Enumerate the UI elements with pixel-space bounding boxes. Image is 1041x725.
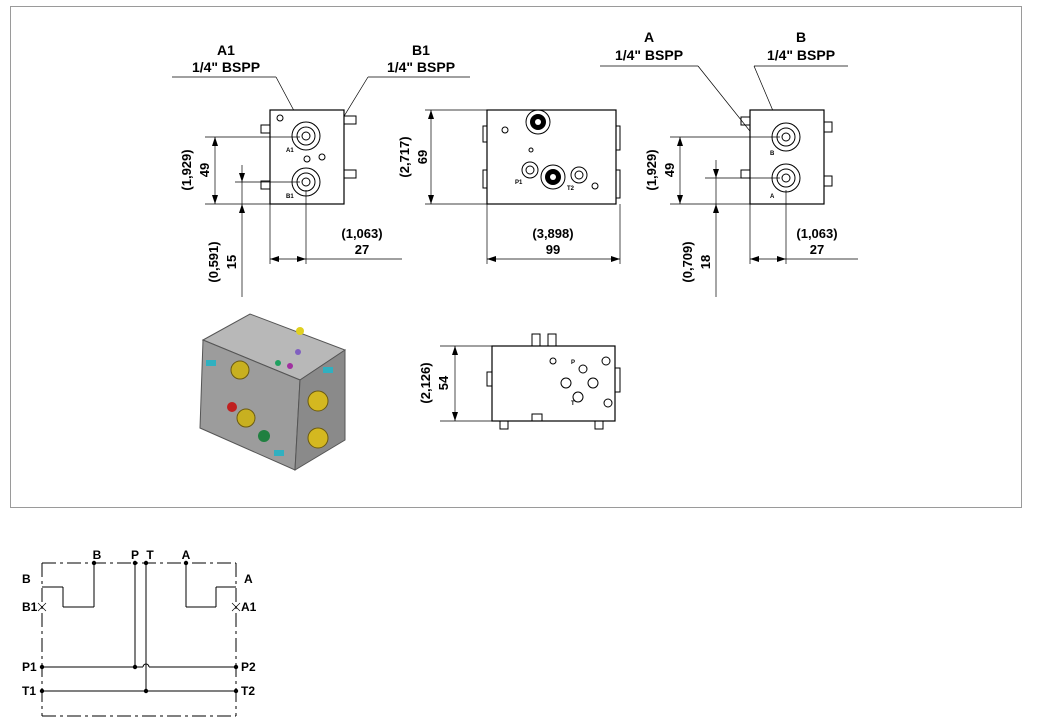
mark-b1: B1: [286, 194, 294, 200]
schematic-right-t2: T2: [241, 684, 255, 698]
mark-b: B: [770, 151, 775, 157]
dim-height-in-4: (2,126): [418, 362, 433, 403]
block-side-view-1: [269, 109, 345, 205]
port-thread-a: 1/4" BSPP: [615, 47, 683, 63]
dim-width-in-1: (1,063): [341, 226, 382, 241]
dim-offset-in-1: (0,591): [206, 241, 221, 282]
hydraulic-schematic: B P T A B B1 P1 T1 A A1 P2 T2: [22, 548, 257, 717]
schematic-left-b: B: [22, 572, 31, 586]
schematic-top-b: B: [93, 548, 102, 562]
port-label-a: A: [644, 29, 654, 45]
mark-p1: P1: [515, 180, 523, 186]
view-front: P T (2,126) 54: [418, 333, 621, 430]
isometric-block-render: [199, 313, 347, 471]
schematic-top-a: A: [182, 548, 191, 562]
schematic-top-t: T: [146, 548, 154, 562]
view-side-a-b: A 1/4" BSPP B 1/4" BSPP B A (1,929) 49 (…: [600, 29, 858, 297]
dim-height-in-1: (1,929): [179, 149, 194, 190]
mark-a1: A1: [286, 148, 294, 154]
schematic-right-a1: A1: [241, 600, 257, 614]
dim-height-in-3: (1,929): [644, 149, 659, 190]
mark-p: P: [571, 360, 575, 366]
mark-t2: T2: [567, 186, 575, 192]
dim-offset-in-3: (0,709): [680, 241, 695, 282]
port-thread-b1: 1/4" BSPP: [387, 59, 455, 75]
dim-offset-mm-1: 15: [224, 255, 239, 269]
port-thread-a1: 1/4" BSPP: [192, 59, 260, 75]
view-side-a1-b1: A1 1/4" BSPP B1 1/4" BSPP A1 B1 (1,929) …: [172, 42, 470, 297]
block-side-view-2: [749, 109, 825, 205]
mark-t: T: [571, 401, 575, 407]
dim-width-in-2: (3,898): [532, 226, 573, 241]
dim-height-mm-1: 49: [197, 163, 212, 177]
dim-width-in-3: (1,063): [796, 226, 837, 241]
schematic-right-p2: P2: [241, 660, 256, 674]
dim-height-mm-3: 49: [662, 163, 677, 177]
dim-offset-mm-3: 18: [698, 255, 713, 269]
schematic-left-p1: P1: [22, 660, 37, 674]
schematic-left-t1: T1: [22, 684, 36, 698]
drawing-frame: [10, 6, 1022, 508]
schematic-right-a: A: [244, 572, 253, 586]
dim-height-mm-4: 54: [436, 375, 451, 390]
port-label-b: B: [796, 29, 806, 45]
block-top-view: [486, 109, 617, 205]
mark-a: A: [770, 194, 775, 200]
dim-width-mm-1: 27: [355, 242, 369, 257]
port-thread-b: 1/4" BSPP: [767, 47, 835, 63]
dim-width-mm-2: 99: [546, 242, 560, 257]
port-label-a1: A1: [217, 42, 235, 58]
schematic-left-b1: B1: [22, 600, 38, 614]
block-front-view: [491, 345, 616, 422]
schematic-top-p: P: [131, 548, 139, 562]
view-top: P1 T2 (2,717) 69 (3,898) 99: [397, 109, 621, 264]
dim-height-mm-2: 69: [415, 150, 430, 164]
port-label-b1: B1: [412, 42, 430, 58]
dim-width-mm-3: 27: [810, 242, 824, 257]
dim-height-in-2: (2,717): [397, 136, 412, 177]
